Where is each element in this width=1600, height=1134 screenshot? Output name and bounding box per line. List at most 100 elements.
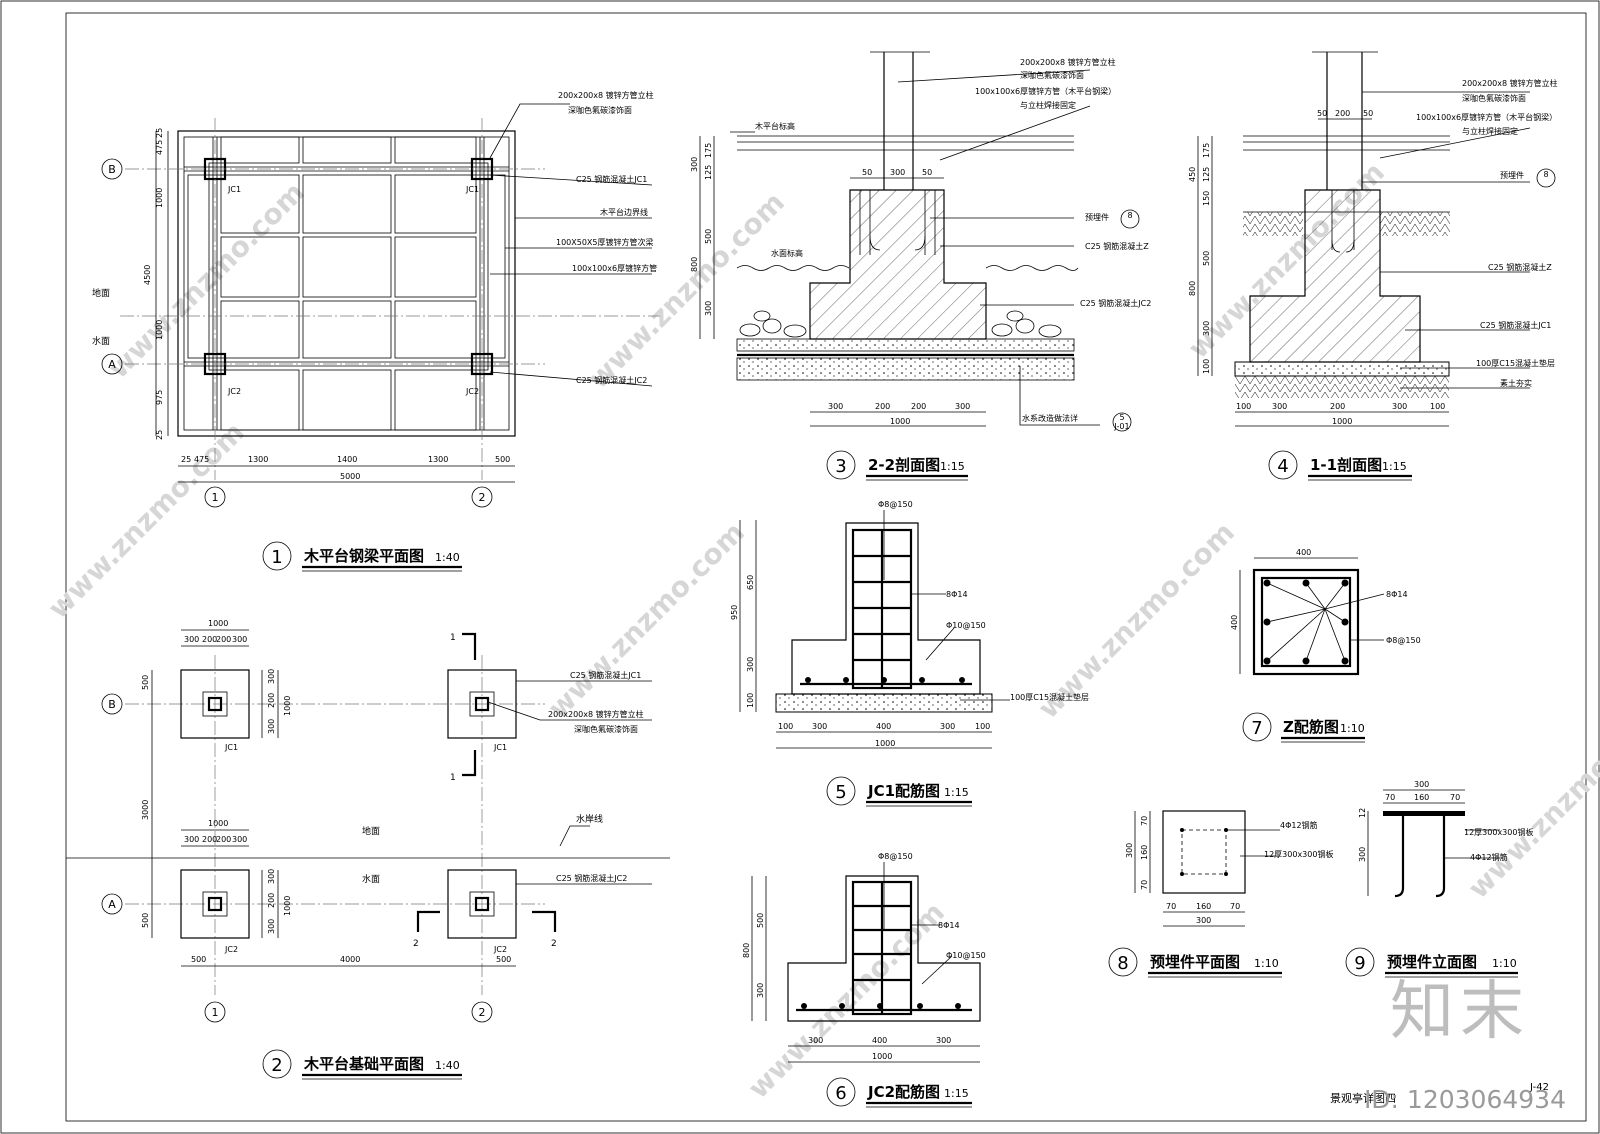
drawing-title: 预埋件平面图 — [1150, 953, 1240, 971]
dim: 800 — [690, 257, 699, 272]
jc2-label: JC2 — [224, 945, 238, 954]
note: 与立柱焊接固定 — [1462, 126, 1518, 136]
dim: 300 — [267, 869, 276, 884]
note: 深咖色氟碳漆饰面 — [1462, 93, 1526, 103]
drawing-scale: 1:15 — [944, 1087, 969, 1100]
note: 12厚300x300钢板 — [1264, 849, 1333, 859]
drawing-scale: 1:15 — [1382, 460, 1407, 473]
note: Φ8@150 — [1386, 636, 1421, 645]
drawing-title: 预埋件立面图 — [1387, 953, 1477, 971]
dim: 300 — [1272, 402, 1287, 411]
dim: 300 — [1202, 321, 1211, 336]
note: 8Φ14 — [938, 921, 960, 930]
drawing-scale: 1:15 — [940, 460, 965, 473]
drawing-number: 8 — [1117, 953, 1128, 974]
note: 200x200x8 镀锌方管立柱 — [558, 90, 654, 100]
dim: 500 — [756, 913, 765, 928]
dim: 100 — [1236, 402, 1251, 411]
drawing-number: 7 — [1251, 718, 1262, 739]
note: 与立柱焊接固定 — [1020, 100, 1076, 110]
axis-label-a: A — [108, 898, 116, 911]
axis-label-b: B — [108, 698, 116, 711]
dim: 200 — [216, 635, 231, 644]
drawing-number: 9 — [1354, 953, 1365, 974]
dim: 400 — [876, 722, 891, 731]
dim: 175 — [1202, 143, 1211, 158]
dim-total: 300 — [1196, 916, 1211, 925]
axis-label-b: B — [108, 163, 116, 176]
jc2-label: JC2 — [227, 387, 241, 396]
dim: 1300 — [428, 455, 448, 464]
jc1-label: JC1 — [224, 743, 238, 752]
dim: 650 — [746, 575, 755, 590]
drawing-title: 2-2剖面图 — [868, 456, 940, 474]
jc1-label: JC1 — [465, 185, 479, 194]
note: 预埋件 — [1500, 170, 1524, 180]
drawing-9-embed-elevation: 300 70 160 70 12厚300x300钢板 4Φ12钢筋 12 300… — [1345, 780, 1533, 978]
dim: 70 — [1450, 793, 1460, 802]
drawing-title: Z配筋图 — [1283, 718, 1339, 736]
dim: 100 — [975, 722, 990, 731]
dim: 300 — [267, 719, 276, 734]
dim: 160 — [1196, 902, 1211, 911]
note: 100x100x6厚镀锌方管（木平台钢梁） — [1416, 112, 1557, 122]
dim: 200 — [1335, 109, 1350, 118]
ref-number: 5 — [1119, 413, 1124, 422]
water-label: 水面 — [92, 335, 110, 347]
drawing-8-embed-plan: 4Φ12钢筋 12厚300x300钢板 300 70 160 70 70 160… — [1108, 810, 1333, 978]
drawing-title: 木平台钢梁平面图 — [303, 547, 424, 565]
note: 100厚C15混凝土垫层 — [1010, 692, 1089, 702]
water-level-label: 水面标高 — [771, 248, 803, 258]
dim: 70 — [1140, 880, 1149, 890]
note: Φ10@150 — [946, 951, 986, 960]
dim: 300 — [1358, 847, 1367, 862]
dim: 300 — [232, 635, 247, 644]
dim: 200 — [202, 835, 217, 844]
dim: 500 — [141, 913, 150, 928]
dim: 975 — [155, 390, 164, 405]
dim: 50 — [922, 168, 932, 177]
dim: 100 — [746, 693, 755, 708]
dim: 200 — [1330, 402, 1345, 411]
note: 200x200x8 镀锌方管立柱 — [548, 709, 644, 719]
note: C25 钢筋混凝土Z — [1488, 262, 1552, 272]
note: 100厚C15混凝土垫层 — [1476, 358, 1555, 368]
dim: 800 — [1188, 281, 1197, 296]
note: Φ10@150 — [946, 621, 986, 630]
section-mark: 1 — [450, 633, 456, 643]
dim: 400 — [1230, 615, 1239, 630]
note: 12厚300x300钢板 — [1464, 827, 1533, 837]
dim: 125 — [704, 165, 713, 180]
dim: 500 — [496, 955, 511, 964]
dim: 475 — [155, 140, 164, 155]
dim: 25 — [155, 430, 164, 440]
section-mark: 2 — [551, 939, 557, 949]
note: C25 钢筋混凝土JC2 — [1080, 298, 1151, 308]
dim: 200 — [267, 693, 276, 708]
axis-label-a: A — [108, 358, 116, 371]
drawing-scale: 1:10 — [1254, 957, 1279, 970]
watermark-text: www.znzmo.com — [542, 516, 751, 725]
dim: 1000 — [283, 896, 292, 916]
dim: 100 — [778, 722, 793, 731]
drawing-title: 1-1剖面图 — [1310, 456, 1382, 474]
drawing-title: JC2配筋图 — [867, 1083, 940, 1101]
dim: 125 — [1202, 167, 1211, 182]
brand-logo: 知末 — [1390, 975, 1530, 1049]
dim: 400 — [1296, 548, 1311, 557]
ground-label: 地面 — [92, 287, 110, 299]
drawing-number: 3 — [835, 456, 846, 477]
drawing-title: 木平台基础平面图 — [303, 1055, 424, 1073]
drawing-6-jc2-rebar: Φ8@150 8Φ14 Φ10@150 800 500 300 300 400 … — [742, 852, 986, 1108]
dim: 160 — [1414, 793, 1429, 802]
dim: 300 — [1125, 843, 1134, 858]
dim: 300 — [184, 835, 199, 844]
note: C25 钢筋混凝土JC1 — [570, 670, 641, 680]
note: 预埋件 — [1085, 212, 1109, 222]
drawing-1-beam-plan: B A 1 2 地面 水面 JC1 JC1 JC2 JC2 200x200x8 … — [92, 90, 660, 572]
ref-sheet: J-01 — [1113, 422, 1129, 431]
note: 木平台边界线 — [600, 207, 648, 217]
dim: 1400 — [337, 455, 357, 464]
dim: 300 — [690, 157, 699, 172]
jc2-label: JC2 — [465, 387, 479, 396]
